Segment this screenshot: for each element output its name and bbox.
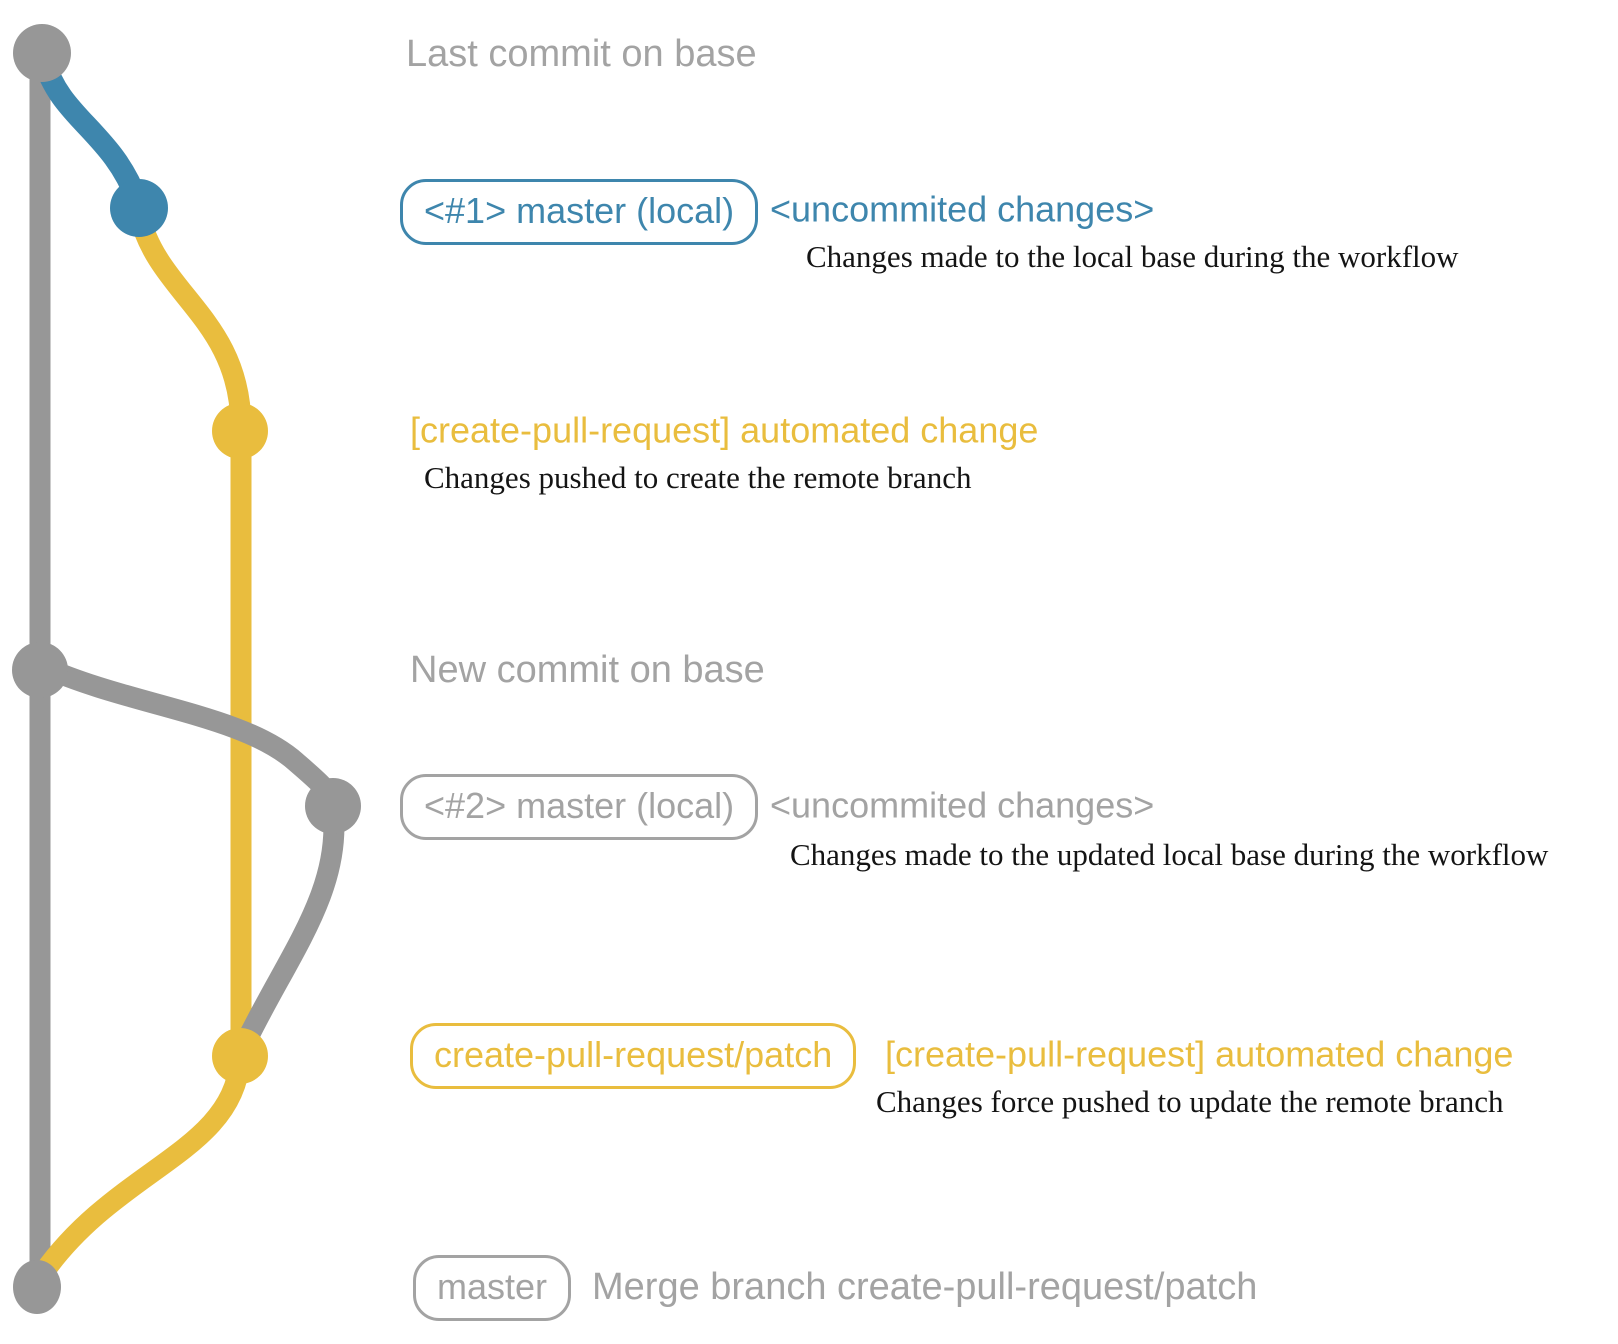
branch-badge-local-1-text: <#1> master (local): [400, 179, 759, 245]
commit-desc-patch-1: Changes pushed to create the remote bran…: [424, 460, 972, 496]
branch-badge-local-1: <#1> master (local): [400, 179, 759, 245]
commit-desc-local-1: Changes made to the local base during th…: [806, 239, 1459, 275]
commit-title-merge: Merge branch create-pull-request/patch: [592, 1266, 1258, 1309]
commit-label-new-base: New commit on base: [410, 649, 765, 692]
commit-node-patch-2: [212, 1028, 268, 1084]
branch-badge-master-text: master: [413, 1255, 572, 1321]
branch-badge-patch-text: create-pull-request/patch: [410, 1023, 857, 1089]
commit-title-local-2: <uncommited changes>: [770, 784, 1155, 826]
branch-badge-master: master: [413, 1255, 572, 1321]
patch-merge-curve: [33, 1049, 251, 1283]
branch-badge-patch: create-pull-request/patch: [410, 1023, 857, 1089]
commit-title-patch-2: [create-pull-request] automated change: [885, 1033, 1514, 1075]
commit-node-merge: [13, 1260, 61, 1314]
commit-node-last-base: [13, 24, 71, 82]
commit-node-local-2: [305, 778, 361, 834]
branch-badge-local-2: <#2> master (local): [400, 774, 759, 840]
commit-title-patch-1: [create-pull-request] automated change: [410, 409, 1039, 451]
local2-to-patch-curve: [233, 799, 345, 1057]
commit-desc-patch-2: Changes force pushed to update the remot…: [876, 1084, 1504, 1120]
patch-branch-curve: [128, 203, 252, 437]
commit-desc-local-2: Changes made to the updated local base d…: [790, 837, 1549, 873]
commit-node-patch-1: [212, 403, 268, 459]
commit-label-last-base: Last commit on base: [406, 33, 757, 76]
commit-node-new-base: [12, 642, 68, 698]
base-to-local2-curve: [31, 655, 344, 815]
commit-node-local-1: [110, 179, 168, 237]
branch-badge-local-2-text: <#2> master (local): [400, 774, 759, 840]
commit-title-local-1: <uncommited changes>: [770, 188, 1155, 230]
local-branch-curve: [33, 49, 148, 211]
